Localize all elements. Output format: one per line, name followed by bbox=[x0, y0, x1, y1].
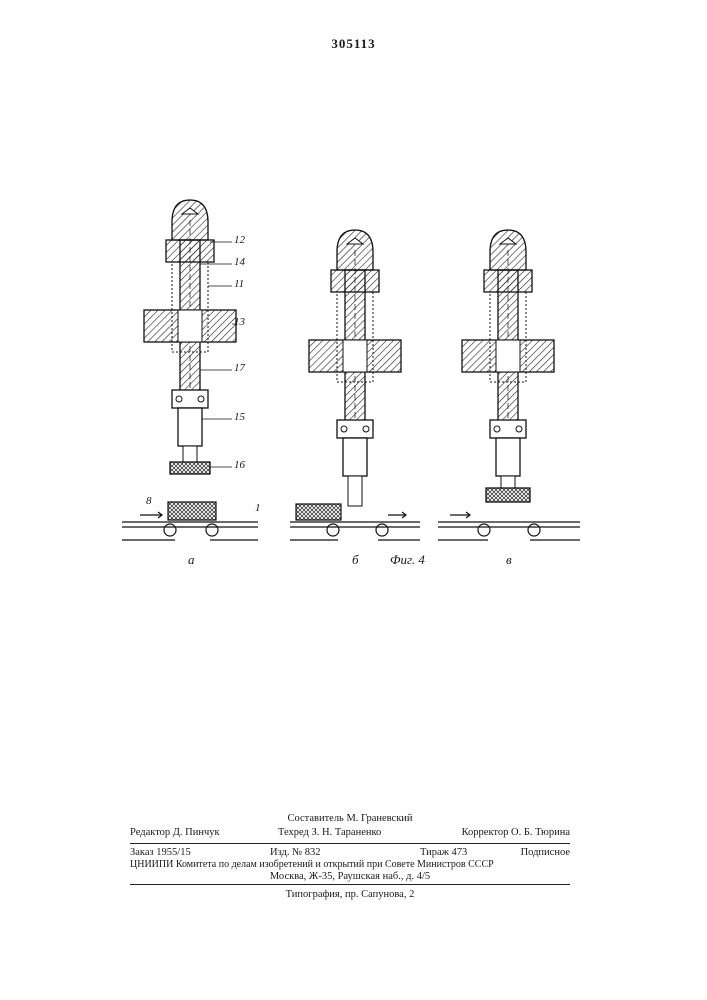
conveyor-b bbox=[290, 504, 420, 540]
sub-label-a: а bbox=[188, 552, 195, 568]
part-label-15: 15 bbox=[234, 411, 245, 423]
techred: Техред З. Н. Тараненко bbox=[278, 826, 381, 839]
sub-label-v: в bbox=[506, 552, 512, 568]
part-label-17: 17 bbox=[234, 362, 245, 374]
part-label-11: 11 bbox=[234, 278, 244, 290]
part-label-13: 13 bbox=[234, 316, 245, 328]
press-unit-v bbox=[462, 230, 554, 502]
compiler-line: Составитель М. Граневский bbox=[130, 812, 570, 825]
divider-top bbox=[130, 843, 570, 844]
figure-caption: Фиг. 4 bbox=[390, 552, 425, 568]
address-line: Москва, Ж-35, Раушская наб., д. 4/5 bbox=[130, 870, 570, 883]
part-label-12: 12 bbox=[234, 234, 245, 246]
press-unit-a bbox=[144, 200, 236, 474]
part-label-14: 14 bbox=[234, 256, 245, 268]
printing-block: Типография, пр. Сапунова, 2 bbox=[130, 888, 570, 902]
conveyor-a bbox=[122, 502, 258, 540]
technical-drawing: 12 14 11 13 17 15 16 1 8 а б Фиг. 4 в bbox=[0, 190, 707, 590]
part-label-1: 1 bbox=[255, 502, 261, 514]
divider-bottom bbox=[130, 884, 570, 885]
press-unit-b bbox=[309, 230, 401, 506]
editor: Редактор Д. Пинчук bbox=[130, 826, 220, 839]
corrector: Корректор О. Б. Тюрина bbox=[462, 826, 570, 839]
part-label-16: 16 bbox=[234, 459, 245, 471]
sub-label-b: б bbox=[352, 552, 359, 568]
conveyor-v bbox=[438, 512, 580, 540]
part-label-8: 8 bbox=[146, 495, 152, 507]
publication-block: Заказ 1955/15 Изд. № 832 Тираж 473 Подпи… bbox=[130, 846, 570, 886]
patent-number: 305113 bbox=[0, 36, 707, 52]
drawing-canvas bbox=[0, 190, 707, 590]
printing-house: Типография, пр. Сапунова, 2 bbox=[130, 888, 570, 901]
